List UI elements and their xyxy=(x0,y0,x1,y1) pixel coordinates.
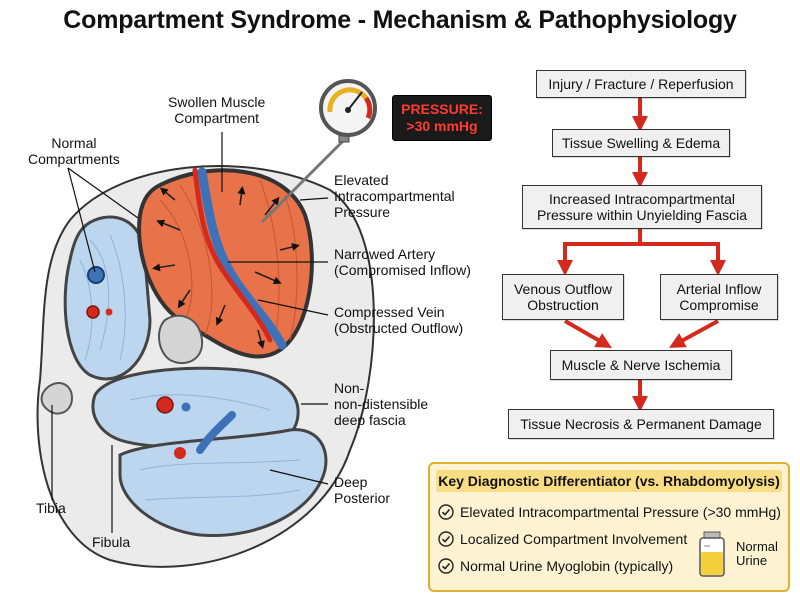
narrowed-artery xyxy=(192,167,273,343)
label-compressed-vein: Compressed Vein(Obstructed Outflow) xyxy=(334,304,464,336)
urine-container-icon xyxy=(699,531,725,577)
compressed-vein xyxy=(197,167,287,350)
flowchart-connectors xyxy=(557,97,726,412)
flow-step-swelling: Tissue Swelling & Edema xyxy=(552,129,730,157)
check-icon xyxy=(438,504,454,520)
fibula-bone xyxy=(40,382,74,415)
key-title: Key Diagnostic Differentiator (vs. Rhabd… xyxy=(436,470,782,492)
key-item-pressure: Elevated Intracompartmental Pressure (>3… xyxy=(438,504,781,520)
label-narrowed-artery: Narrowed Artery(Compromised Inflow) xyxy=(334,246,471,278)
flow-step-ischemia: Muscle & Nerve Ischemia xyxy=(550,350,732,380)
label-fibula: Fibula xyxy=(92,534,131,550)
pressure-readout: PRESSURE: >30 mmHg xyxy=(392,95,492,141)
key-item-urine: Normal Urine Myoglobin (typically) xyxy=(438,558,673,574)
check-icon xyxy=(438,531,454,547)
tibia-bone xyxy=(158,314,204,365)
normal-compartment-left xyxy=(63,215,152,381)
page-title: Compartment Syndrome - Mechanism & Patho… xyxy=(63,6,737,34)
key-item-localized: Localized Compartment Involvement xyxy=(438,531,687,547)
check-icon xyxy=(438,558,454,574)
flow-step-necrosis: Tissue Necrosis & Permanent Damage xyxy=(508,409,774,439)
key-differentiator-box: Key Diagnostic Differentiator (vs. Rhabd… xyxy=(428,462,790,592)
pressure-gauge-icon xyxy=(260,79,377,224)
pressure-arrows xyxy=(152,186,300,349)
flow-step-injury: Injury / Fracture / Reperfusion xyxy=(536,70,746,98)
deep-posterior-compartment xyxy=(118,428,328,538)
label-tibia: Tibia xyxy=(36,500,66,516)
